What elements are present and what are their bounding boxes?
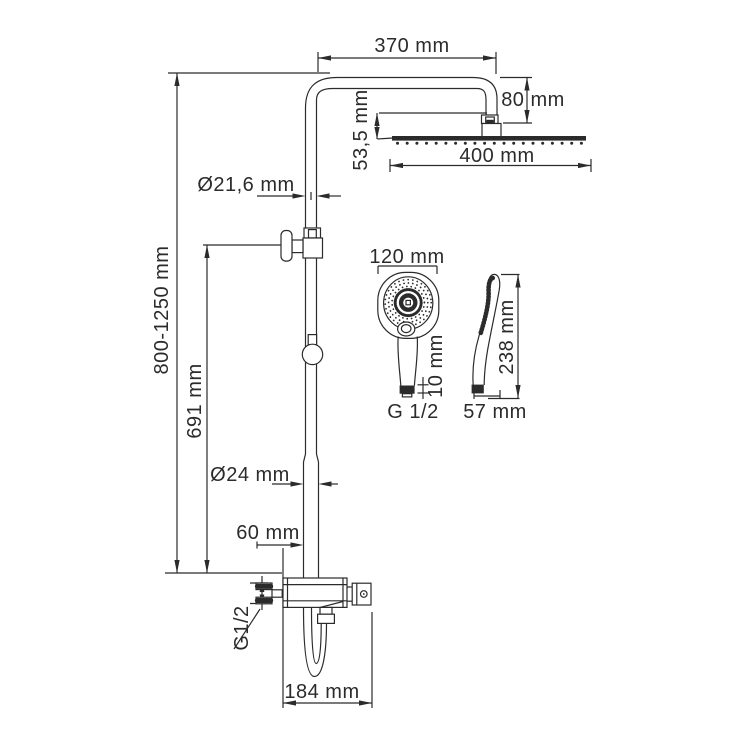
dim-label-upper-pipe-diameter: Ø21,6 mm (197, 174, 295, 196)
dim-label-column-height-range: 800-1250 mm (151, 245, 173, 375)
side-view-spray-face (478, 275, 496, 336)
dim-label-arm-reach: 370 mm (374, 35, 450, 57)
dim-label-hand-shower-depth: 57 mm (463, 401, 527, 423)
mixer-body (254, 577, 372, 608)
dim-label-wall-bracket-height: 691 mm (184, 363, 206, 439)
dim-label-lower-pipe-diameter: Ø24 mm (210, 464, 290, 486)
dim-label-mixer-thread: G1/2 (231, 605, 253, 651)
slider-knob (301, 334, 324, 366)
dimension-lines (165, 52, 592, 708)
dim-label-hand-shower-length: 238 mm (496, 299, 518, 375)
side-view-nut (471, 384, 484, 394)
spray-center-knurl (393, 288, 423, 318)
mode-button (397, 321, 416, 337)
dim-label-hand-shower-width: 120 mm (369, 246, 445, 268)
dim-label-mixer-width: 184 mm (284, 681, 360, 703)
hand-shower-side-view (471, 273, 501, 394)
dim-label-hand-shower-nut-height: 10 mm (425, 334, 447, 398)
mixer-handle (351, 582, 372, 606)
rain-head-plate (392, 136, 586, 141)
hand-shower-nut (399, 385, 415, 394)
dim-label-mixer-pipe-offset: 60 mm (236, 522, 300, 544)
hand-shower-front-view (377, 271, 440, 398)
dim-label-hand-shower-thread: G 1/2 (387, 401, 439, 423)
dim-label-rain-head-width: 400 mm (459, 145, 535, 167)
wall-bracket (280, 227, 324, 262)
hand-shower-handle (397, 336, 402, 386)
dim-label-head-drop: 80 mm (501, 89, 565, 111)
shower-hose (302, 606, 336, 678)
shower-arm (304, 76, 498, 115)
rain-head-nozzles (396, 141, 583, 145)
shower-column (302, 100, 320, 578)
dim-label-head-clearance: 53,5 mm (350, 89, 372, 171)
rain-shower-head (392, 114, 586, 145)
